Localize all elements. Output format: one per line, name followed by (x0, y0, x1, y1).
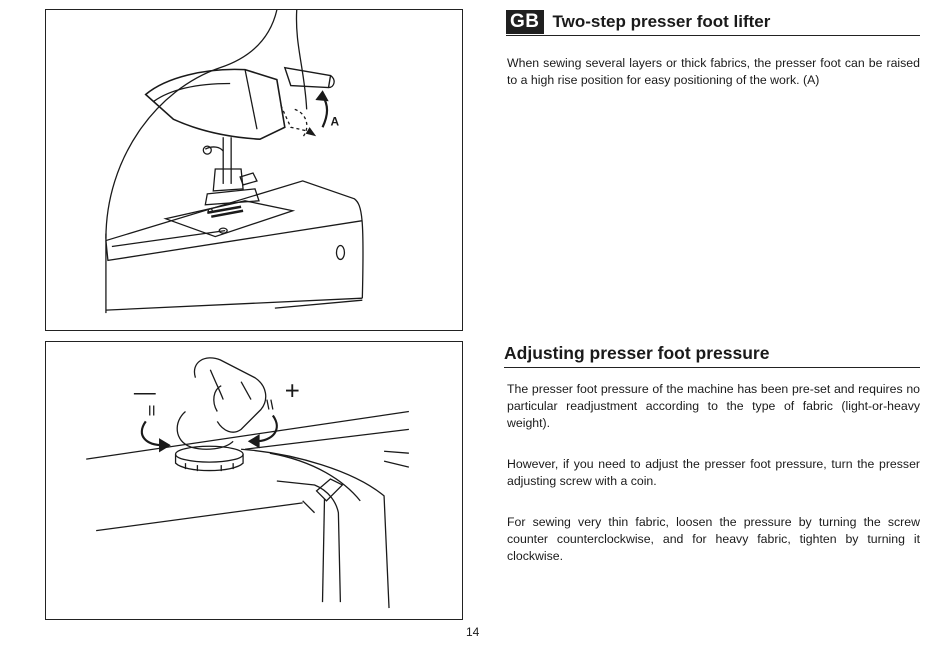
lifter-description: When sewing several layers or thick fabr… (507, 56, 920, 87)
page-number: 14 (466, 625, 480, 639)
language-badge: GB (506, 10, 544, 34)
pressure-dial-illustration-icon: — + (86, 357, 410, 609)
pressure-paragraph-2: However, if you need to adjust the press… (507, 457, 920, 488)
pressure-adjust-figure: — + (45, 341, 463, 620)
presser-foot-lifter-figure: A (45, 9, 463, 331)
minus-label: — (134, 380, 156, 405)
pressure-paragraph-3: For sewing very thin fabric, loosen the … (507, 515, 920, 563)
section-title: Adjusting presser foot pressure (504, 342, 770, 363)
section-header-presser-foot-lifter: GB Two-step presser foot lifter (506, 9, 920, 36)
section-header-presser-foot-pressure: Adjusting presser foot pressure (504, 339, 920, 368)
plus-label: + (285, 378, 300, 406)
figure-label-a: A (331, 114, 340, 128)
section-title: Two-step presser foot lifter (552, 12, 771, 31)
sewing-machine-illustration-icon: A (105, 10, 364, 314)
pressure-paragraph-1: The presser foot pressure of the machine… (507, 382, 920, 430)
